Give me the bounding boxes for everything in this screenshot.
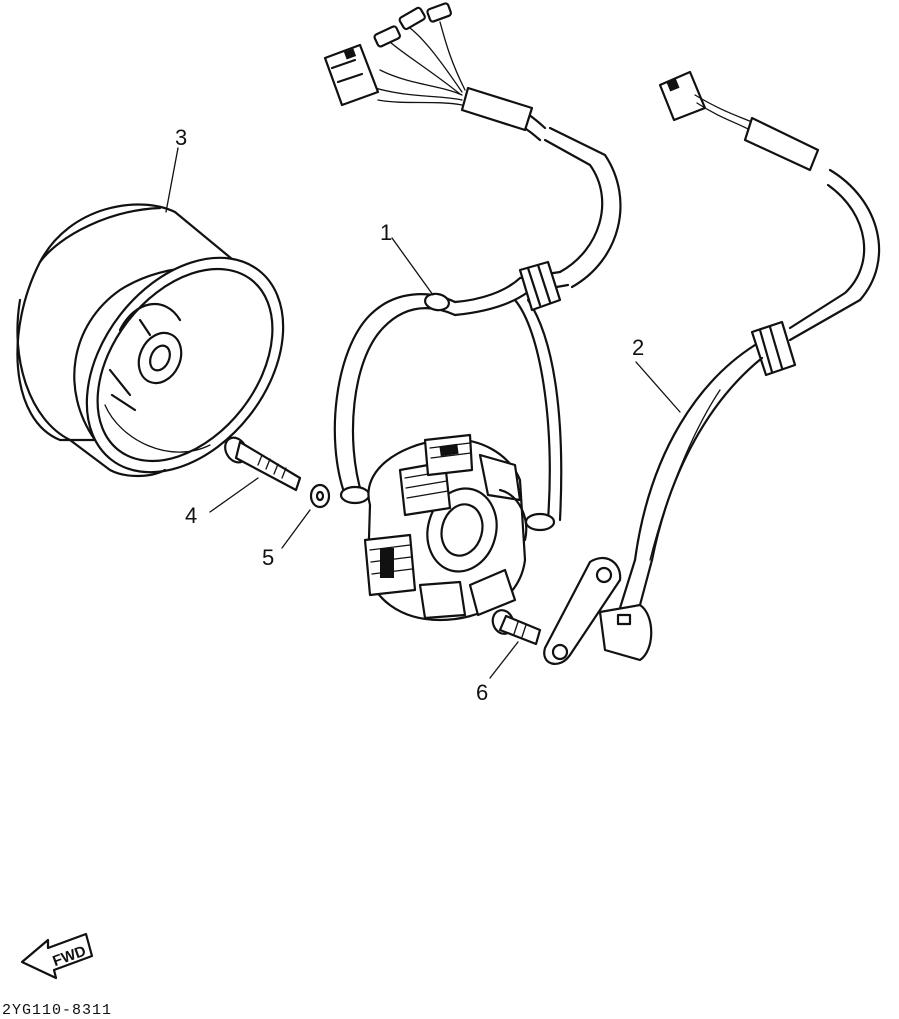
diagram-code: 2YG110-8311	[2, 1002, 112, 1019]
pickup-coil	[543, 70, 881, 665]
callout-5: 5	[262, 545, 274, 570]
callout-6: 6	[476, 680, 488, 705]
callout-4: 4	[185, 503, 197, 528]
callout-1: 1	[380, 220, 392, 245]
callout-2: 2	[632, 335, 644, 360]
stator-connectors	[323, 2, 547, 142]
washer	[309, 483, 331, 509]
stator-assembly	[333, 126, 622, 622]
callout-3: 3	[175, 125, 187, 150]
bolt-short	[491, 609, 542, 646]
bolt-long	[224, 436, 302, 492]
rotor-flywheel	[16, 203, 285, 478]
fwd-arrow: FWD	[20, 932, 94, 980]
